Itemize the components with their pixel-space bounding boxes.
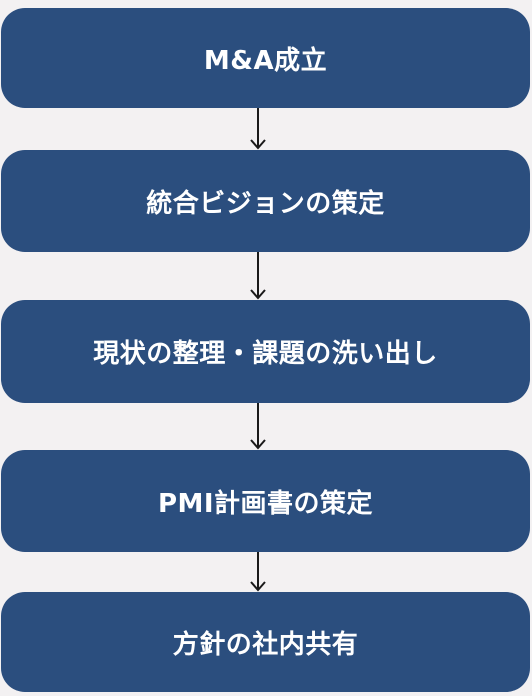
step-box-integration-vision: 統合ビジョンの策定	[1, 150, 530, 252]
step-label: PMI計画書の策定	[157, 488, 374, 519]
step-box-current-state-issues: 現状の整理・課題の洗い出し	[1, 300, 530, 403]
step-label: 統合ビジョンの策定	[146, 188, 385, 219]
down-arrow-icon	[248, 552, 268, 592]
step-label: 現状の整理・課題の洗い出し	[93, 339, 438, 369]
step-box-pmi-plan: PMI計画書の策定	[1, 450, 530, 552]
step-box-policy-sharing: 方針の社内共有	[1, 592, 530, 692]
step-label: 方針の社内共有	[172, 629, 359, 660]
step-label: M&A成立	[203, 45, 328, 76]
down-arrow-icon	[248, 252, 268, 300]
down-arrow-icon	[248, 403, 268, 450]
step-box-ma-completion: M&A成立	[1, 8, 530, 108]
down-arrow-icon	[248, 108, 268, 150]
